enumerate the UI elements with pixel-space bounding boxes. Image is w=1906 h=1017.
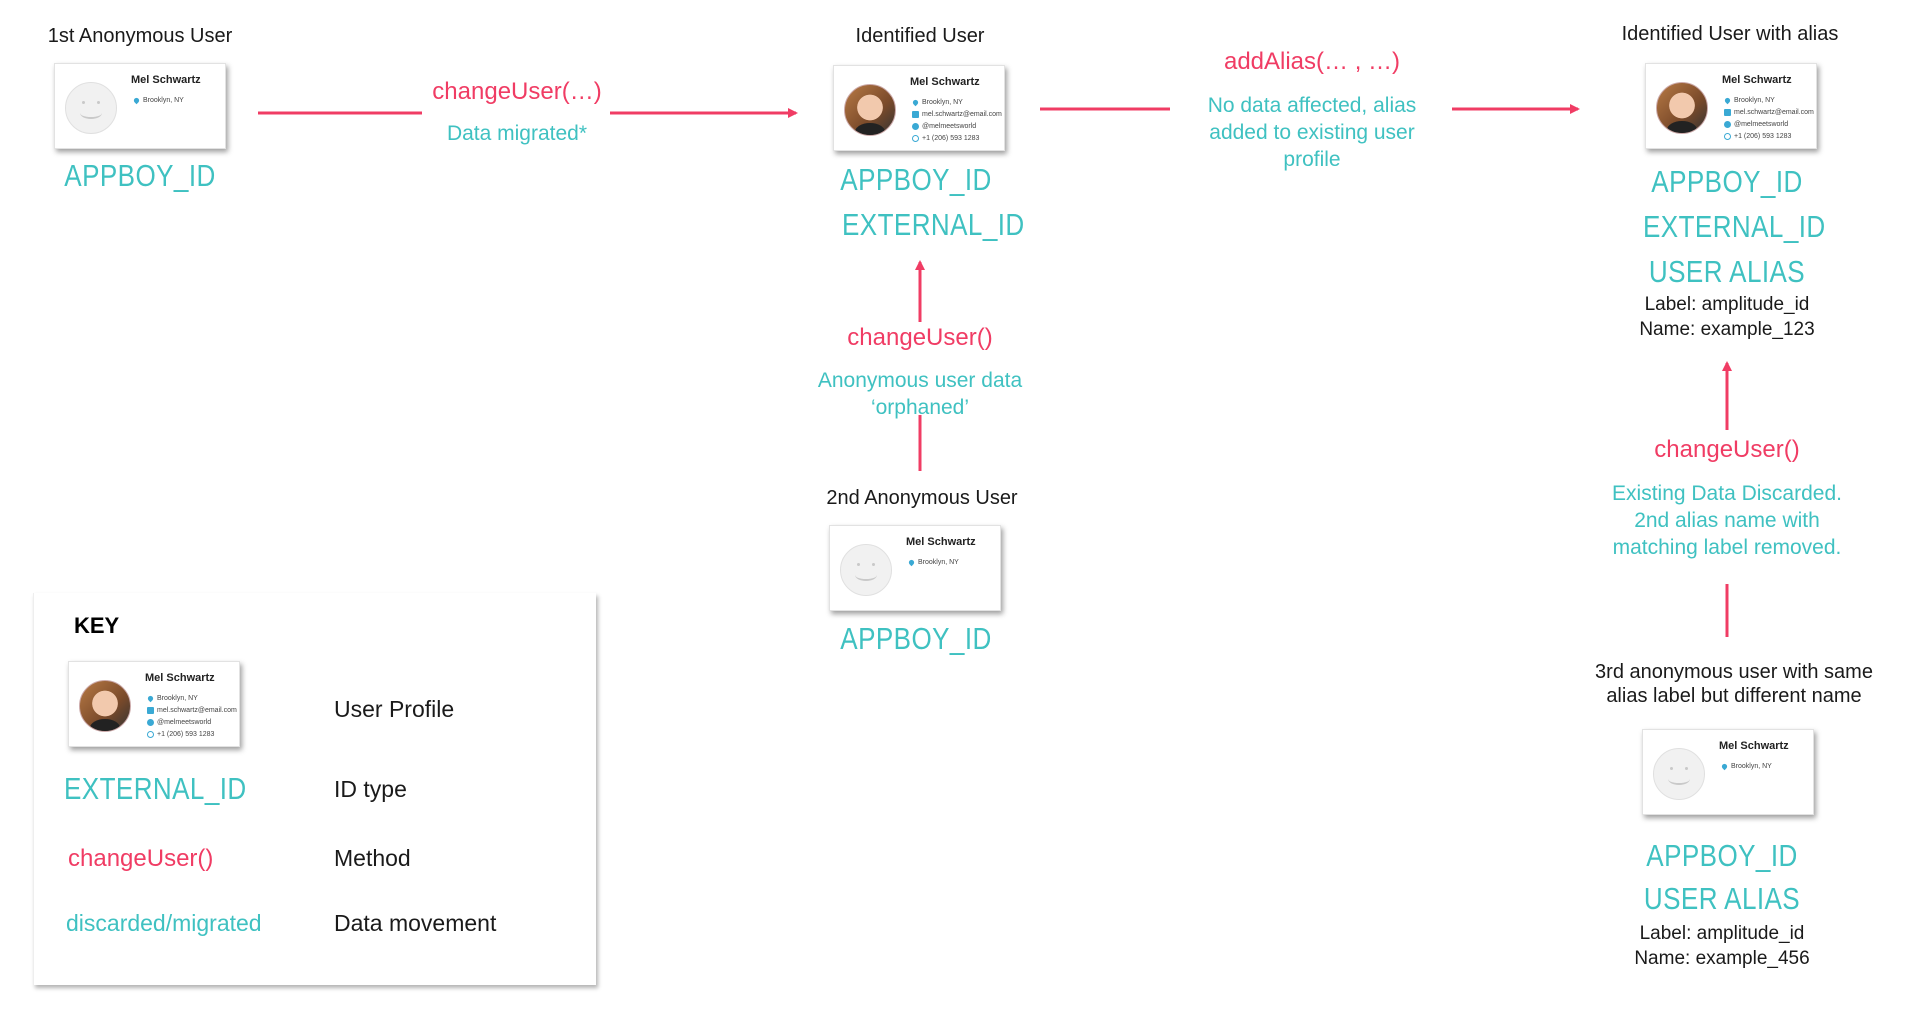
key-title: KEY [74, 613, 120, 638]
profile-name: Mel Schwartz [1722, 74, 1792, 86]
profile-phone: +1 (206) 593 1283 [1724, 130, 1814, 142]
phone-icon [147, 730, 154, 738]
anonymous-avatar-icon [65, 82, 117, 134]
edge1-method: changeUser(…) [432, 78, 602, 105]
anon1-caption: 1st Anonymous User [47, 25, 233, 47]
anonymous-avatar-icon [840, 544, 892, 596]
location-pin-icon [132, 96, 141, 104]
location-pin-icon [146, 694, 155, 702]
edge4-movement: Existing Data Discarded. 2nd alias name … [1612, 482, 1842, 559]
email-icon [1724, 108, 1731, 116]
twitter-icon [912, 122, 919, 130]
anon3-label-line: Label: amplitude_id [1639, 923, 1805, 944]
anon2-caption: 2nd Anonymous User [826, 487, 1018, 509]
anon1-profile-card: Mel Schwartz Brooklyn, NY [54, 63, 226, 149]
key-sample-method: changeUser() [68, 845, 214, 872]
identified-id-appboy: APPBOY_ID [840, 162, 992, 197]
anon3-name-line: Name: example_456 [1634, 948, 1810, 969]
identified-alias-id-external: EXTERNAL_ID [1643, 209, 1826, 244]
twitter-icon [147, 718, 154, 726]
identified-id-external: EXTERNAL_ID [842, 207, 1025, 242]
edge3-movement: Anonymous user data ‘orphaned’ [817, 369, 1023, 419]
email-icon [912, 110, 919, 118]
key-legend-panel: KEY Mel Schwartz Brooklyn, NY mel.schwar… [33, 593, 596, 985]
profile-name: Mel Schwartz [131, 74, 201, 86]
profile-location: Brooklyn, NY [911, 96, 1002, 108]
identified-alias-label-line: Label: amplitude_id [1644, 294, 1810, 315]
profile-phone: +1 (206) 593 1283 [912, 132, 1002, 144]
phone-icon [1724, 132, 1731, 140]
anon3-caption: 3rd anonymous user with same alias label… [1595, 661, 1873, 707]
profile-name: Mel Schwartz [1719, 740, 1789, 752]
location-pin-icon [907, 558, 916, 566]
profile-name: Mel Schwartz [145, 672, 215, 684]
key-sample-profile-card: Mel Schwartz Brooklyn, NY mel.schwartz@e… [68, 661, 240, 747]
profile-location: Brooklyn, NY [907, 556, 959, 568]
profile-name: Mel Schwartz [910, 76, 980, 88]
profile-name: Mel Schwartz [906, 536, 976, 548]
identified-alias-id-appboy: APPBOY_ID [1651, 164, 1803, 199]
profile-email: mel.schwartz@email.com [912, 108, 1002, 120]
profile-location: Brooklyn, NY [1720, 760, 1772, 772]
user-photo-avatar [844, 84, 896, 136]
anon3-id-appboy: APPBOY_ID [1646, 838, 1798, 873]
key-desc-method: Method [334, 845, 411, 871]
phone-icon [912, 134, 919, 142]
user-photo-avatar [1656, 82, 1708, 134]
key-desc-data-movement: Data movement [334, 910, 497, 936]
user-photo-avatar [79, 680, 131, 732]
identified-caption: Identified User [855, 25, 985, 47]
anon1-id-appboy: APPBOY_ID [64, 158, 216, 193]
key-desc-user-profile: User Profile [334, 696, 455, 722]
key-sample-movement: discarded/migrated [66, 910, 262, 936]
edge1-movement: Data migrated* [446, 122, 588, 145]
edge4-method: changeUser() [1654, 436, 1800, 463]
identified-alias-caption: Identified User with alias [1621, 23, 1839, 45]
anon2-profile-card: Mel Schwartz Brooklyn, NY [829, 525, 1001, 611]
edge2-movement: No data affected, alias added to existin… [1207, 94, 1417, 171]
identified-alias-profile-card: Mel Schwartz Brooklyn, NY mel.schwartz@e… [1645, 63, 1817, 149]
profile-twitter: @melmeetsworld [147, 716, 237, 728]
twitter-icon [1724, 120, 1731, 128]
location-pin-icon [911, 98, 920, 106]
anon3-profile-card: Mel Schwartz Brooklyn, NY [1642, 729, 1814, 815]
profile-email: mel.schwartz@email.com [1724, 106, 1814, 118]
anonymous-avatar-icon [1653, 748, 1705, 800]
key-desc-id-type: ID type [334, 776, 407, 802]
identified-alias-name-line: Name: example_123 [1639, 319, 1815, 340]
profile-twitter: @melmeetsworld [1724, 118, 1814, 130]
profile-email: mel.schwartz@email.com [147, 704, 237, 716]
profile-location: Brooklyn, NY [1723, 94, 1814, 106]
location-pin-icon [1720, 762, 1729, 770]
location-pin-icon [1723, 96, 1732, 104]
edge3-method: changeUser() [847, 324, 993, 351]
identified-profile-card: Mel Schwartz Brooklyn, NY mel.schwartz@e… [833, 65, 1005, 151]
anon2-id-appboy: APPBOY_ID [840, 621, 992, 656]
profile-location: Brooklyn, NY [146, 692, 237, 704]
identified-alias-id-user-alias: USER ALIAS [1648, 254, 1806, 289]
profile-twitter: @melmeetsworld [912, 120, 1002, 132]
profile-phone: +1 (206) 593 1283 [147, 728, 237, 740]
profile-location: Brooklyn, NY [132, 94, 184, 106]
key-sample-id-type: EXTERNAL_ID [64, 771, 247, 806]
email-icon [147, 706, 154, 714]
edge2-method: addAlias(… , …) [1223, 48, 1401, 75]
anon3-id-user-alias: USER ALIAS [1643, 881, 1801, 916]
